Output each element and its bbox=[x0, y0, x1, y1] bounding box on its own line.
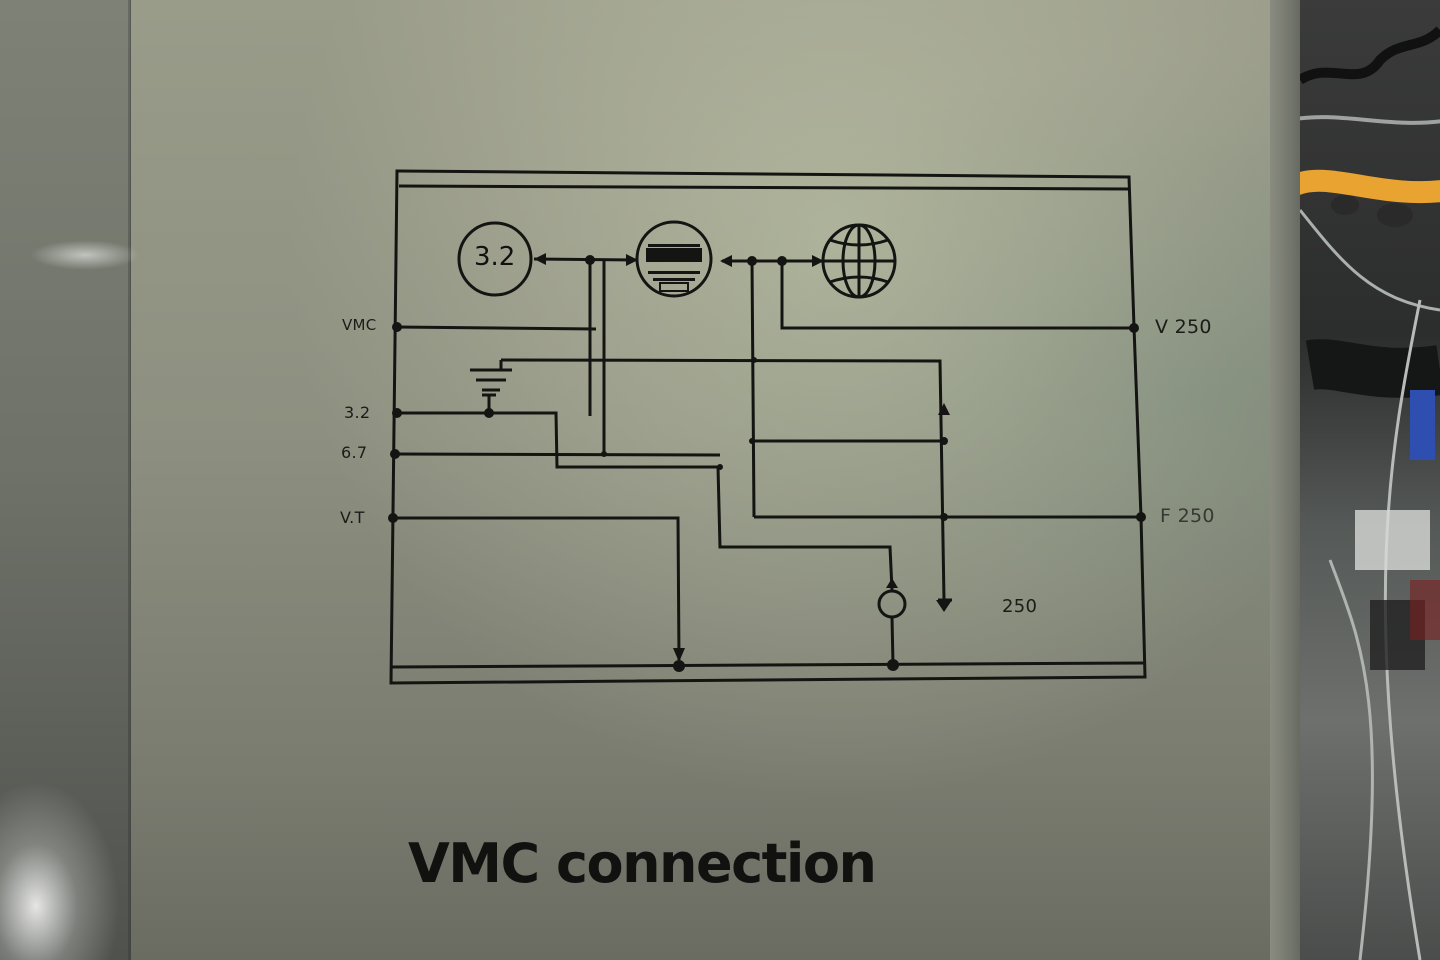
label-3-2: 3.2 bbox=[344, 403, 371, 422]
label-vt: V.T bbox=[340, 508, 365, 527]
label-6-7: 6.7 bbox=[341, 443, 368, 462]
display-meter-icon bbox=[635, 220, 713, 298]
sensor-symbol bbox=[877, 589, 907, 619]
label-v250: V 250 bbox=[1155, 316, 1212, 338]
value-circle-text: 3.2 bbox=[474, 242, 516, 272]
value-circle-icon bbox=[457, 221, 533, 297]
schematic-frame bbox=[389, 169, 1147, 685]
label-vmc: VMC bbox=[342, 316, 377, 334]
diagram-title: VMC connection bbox=[408, 832, 877, 895]
label-250: 250 bbox=[1002, 596, 1038, 617]
globe-icon bbox=[821, 223, 897, 299]
light-glare bbox=[0, 780, 120, 960]
light-glare bbox=[30, 240, 140, 270]
label-f250: F 250 bbox=[1160, 505, 1215, 527]
background-machinery bbox=[1300, 0, 1440, 960]
panel-seam bbox=[128, 0, 131, 960]
cables-illustration bbox=[1300, 26, 1440, 960]
